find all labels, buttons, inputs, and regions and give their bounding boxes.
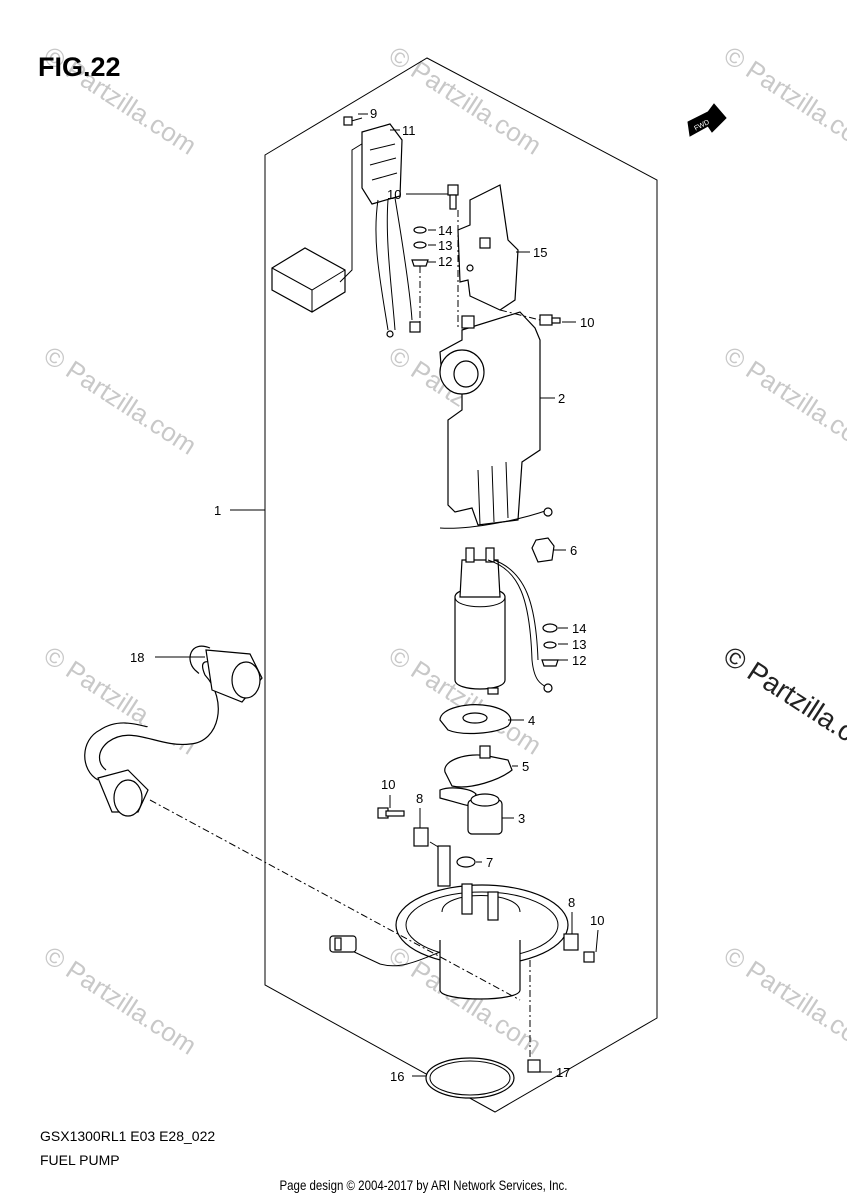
callout-8: 8 <box>568 895 575 910</box>
callout-12: 12 <box>438 254 452 269</box>
fuel-hose <box>84 645 263 817</box>
callout-1: 1 <box>214 503 221 518</box>
assembly-outline <box>264 57 658 1113</box>
model-code: GSX1300RL1 E03 E28_022 <box>40 1128 216 1144</box>
callout-13: 13 <box>438 238 452 253</box>
callout-2: 2 <box>558 391 565 406</box>
figure-title: FIG.22 <box>38 52 121 82</box>
fuel-filter <box>439 704 512 735</box>
callout-14: 14 <box>438 223 452 238</box>
callout-10: 10 <box>580 315 594 330</box>
callout-11: 11 <box>402 123 416 138</box>
callout-8: 8 <box>416 791 423 806</box>
callout-18: 18 <box>130 650 144 665</box>
centre-line <box>149 799 521 1001</box>
fwd-arrow-icon: FWD <box>687 103 727 137</box>
callout-17: 17 <box>556 1065 570 1080</box>
bracket <box>457 184 519 311</box>
fuel-level-sender <box>271 116 421 338</box>
pump-base-flange <box>329 883 595 1073</box>
callout-5: 5 <box>522 759 529 774</box>
fuel-pump <box>439 507 553 695</box>
leader-lines <box>155 113 599 1077</box>
fasteners-upper <box>411 184 561 667</box>
callout-4: 4 <box>528 713 535 728</box>
pressure-regulator <box>439 787 503 835</box>
page-footer: Page design © 2004-2017 by ARI Network S… <box>279 1177 568 1193</box>
o-ring <box>425 1057 515 1099</box>
callout-6: 6 <box>570 543 577 558</box>
callout-10: 10 <box>381 777 395 792</box>
callout-12: 12 <box>572 653 586 668</box>
callout-9: 9 <box>370 106 377 121</box>
callout-14: 14 <box>572 621 586 636</box>
fasteners-lower-left <box>377 807 476 887</box>
figure-caption: FUEL PUMP <box>40 1152 120 1168</box>
holder-plate <box>444 745 513 788</box>
callout-15: 15 <box>533 245 547 260</box>
callout-10: 10 <box>387 187 401 202</box>
callout-16: 16 <box>390 1069 404 1084</box>
callout-10: 10 <box>590 913 604 928</box>
callout-3: 3 <box>518 811 525 826</box>
pump-holder <box>439 311 541 526</box>
callout-7: 7 <box>486 855 493 870</box>
centre-line <box>499 309 541 321</box>
o-ring-inner <box>429 1060 511 1096</box>
callout-13: 13 <box>572 637 586 652</box>
cushion <box>531 537 555 563</box>
